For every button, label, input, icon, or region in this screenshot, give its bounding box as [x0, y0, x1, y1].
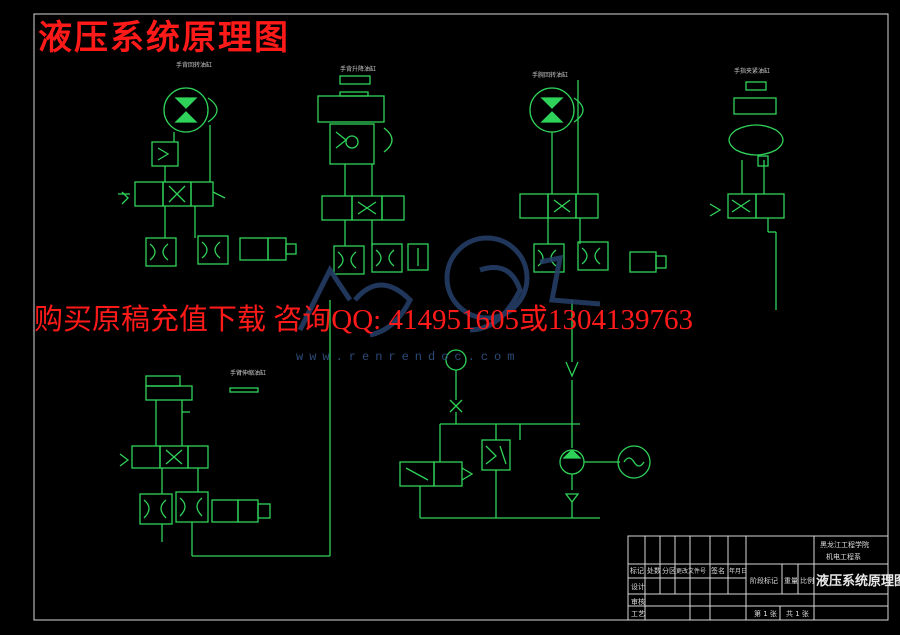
motor-arrow [174, 111, 198, 123]
rotary-motor-symbol [163, 87, 209, 133]
circuit-4 [709, 81, 785, 310]
title-block-school: 黑龙江工程学院 [820, 541, 869, 549]
drawing-title: 液压系统原理图 [38, 18, 290, 58]
throttle-valve-box [577, 241, 609, 271]
throttle-valve-box [175, 491, 209, 523]
label-circuit-5: 手臂伸缩油缸 [230, 370, 267, 377]
valve-section [575, 193, 599, 219]
cylinder-rod [339, 75, 371, 85]
tb-cell: 重量 [784, 577, 798, 585]
tb-cell: 标记 [630, 567, 644, 575]
tb-cell: 签名 [711, 567, 725, 575]
label-circuit-4: 手指夹紧油缸 [734, 68, 771, 75]
shutoff-valve [449, 399, 463, 413]
throttle-valve-box [533, 243, 565, 273]
valve-section [131, 445, 161, 469]
throttle-valve-box [139, 493, 173, 525]
throttle-valve-box [371, 243, 403, 273]
circuit-5 [119, 300, 331, 557]
accumulator-symbol [728, 124, 784, 156]
tb-cell: 年月日 [729, 568, 748, 575]
tb-cell: 第 1 张 [754, 610, 777, 618]
label-circuit-1: 手背回转油缸 [176, 62, 213, 69]
cylinder-body [733, 97, 777, 115]
title-block-drawing-name: 液压系统原理图 [816, 574, 900, 589]
title-block [627, 535, 889, 621]
solenoid-valve-box [211, 499, 239, 523]
tb-cell: 阶段标记 [750, 577, 778, 585]
valve-section [381, 195, 405, 221]
label-circuit-2: 手背升降油缸 [340, 66, 377, 73]
circuit-1 [118, 87, 297, 267]
throttle-valve-box [145, 237, 177, 267]
tb-cell: 设计 [631, 583, 645, 591]
watermark-url: www.renrendoc.com [296, 350, 521, 364]
title-block-dept: 机电工程系 [826, 553, 861, 561]
valve-section [190, 181, 214, 207]
valve-section [433, 461, 463, 487]
tb-cell: 分区 [662, 567, 676, 575]
valve-section [519, 193, 549, 219]
electric-motor [617, 445, 651, 479]
circuit-group [118, 75, 785, 557]
solenoid-valve-box [239, 237, 269, 261]
filter-symbol [564, 493, 580, 504]
drain-arc [207, 97, 218, 123]
circuit-3 [519, 80, 667, 273]
cylinder-body [317, 95, 385, 123]
cylinder-body [145, 385, 193, 401]
watermark-logo [297, 235, 601, 338]
valve-section [134, 181, 164, 207]
tb-cell: 比例 [800, 577, 814, 585]
tb-cell: 共 1 张 [786, 610, 809, 618]
motor-arrow [174, 97, 198, 109]
counterbalance-valve-box [329, 123, 375, 165]
drawing-frame [33, 13, 889, 621]
rotary-motor-symbol [529, 87, 575, 133]
circuit-2 [317, 75, 429, 275]
tb-cell: 审核 [631, 598, 645, 606]
relief-valve-box [151, 141, 179, 167]
pump-station [399, 300, 651, 519]
tb-cell: 处数 [647, 567, 661, 575]
throttle-valve-box [333, 245, 365, 275]
valve-section [187, 445, 209, 469]
tb-cell: 工艺 [631, 610, 645, 618]
tb-cell: 更改文件号 [676, 568, 707, 575]
purchase-banner: 购买原稿充值下载 咨询QQ: 414951605或1304139763 [34, 304, 693, 336]
cylinder-rod [145, 375, 181, 387]
valve-section [755, 193, 785, 219]
relief-valve-box [481, 439, 511, 471]
valve-section [321, 195, 353, 221]
label-circuit-3: 手腕回转油缸 [532, 72, 569, 79]
throttle-valve-box [197, 235, 229, 265]
